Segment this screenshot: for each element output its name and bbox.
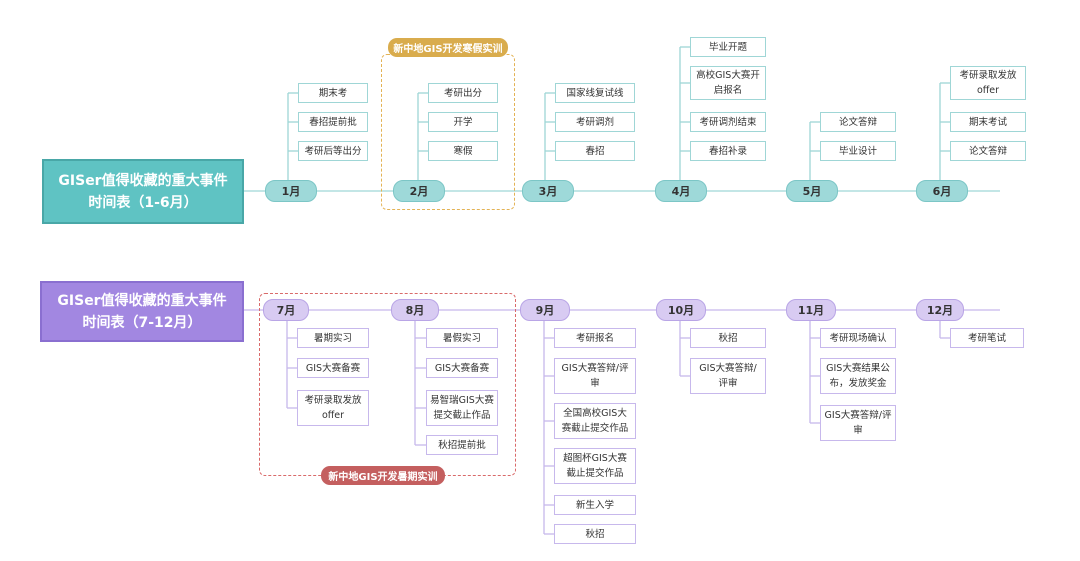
event-item: 期末考 xyxy=(298,83,368,103)
event-item: 超图杯GIS大赛 截止提交作品 xyxy=(554,448,636,484)
event-item: GIS大赛结果公 布，发放奖金 xyxy=(820,358,896,394)
month-node: 3月 xyxy=(522,180,574,202)
event-item: 春招提前批 xyxy=(298,112,368,132)
event-item: 毕业设计 xyxy=(820,141,896,161)
event-item: 考研现场确认 xyxy=(820,328,896,348)
event-item: 秋招提前批 xyxy=(426,435,498,455)
event-item: 考研调剂 xyxy=(555,112,635,132)
event-item: 全国高校GIS大 赛截止提交作品 xyxy=(554,403,636,439)
event-item: 毕业开题 xyxy=(690,37,766,57)
month-node: 2月 xyxy=(393,180,445,202)
event-item: 考研录取发放 offer xyxy=(297,390,369,426)
event-item: GIS大赛答辩/ 评审 xyxy=(690,358,766,394)
event-item: 暑期实习 xyxy=(297,328,369,348)
event-item: 暑假实习 xyxy=(426,328,498,348)
event-item: 论文答辩 xyxy=(950,141,1026,161)
event-item: 春招 xyxy=(555,141,635,161)
event-item: 秋招 xyxy=(690,328,766,348)
month-node: 5月 xyxy=(786,180,838,202)
event-item: 开学 xyxy=(428,112,498,132)
event-item: GIS大赛备赛 xyxy=(426,358,498,378)
month-node: 4月 xyxy=(655,180,707,202)
event-item: 考研调剂结束 xyxy=(690,112,766,132)
event-item: 秋招 xyxy=(554,524,636,544)
event-item: 考研录取发放 offer xyxy=(950,66,1026,100)
event-item: GIS大赛备赛 xyxy=(297,358,369,378)
month-node: 8月 xyxy=(391,299,439,321)
event-item: 考研出分 xyxy=(428,83,498,103)
event-item: 易智瑞GIS大赛 提交截止作品 xyxy=(426,390,498,426)
month-node: 1月 xyxy=(265,180,317,202)
event-item: 春招补录 xyxy=(690,141,766,161)
event-item: 寒假 xyxy=(428,141,498,161)
title-h2: GISer值得收藏的重大事件 时间表（7-12月） xyxy=(40,281,244,342)
event-item: 考研报名 xyxy=(554,328,636,348)
winter-training-banner: 新中地GIS开发寒假实训 xyxy=(388,38,508,57)
month-node: 6月 xyxy=(916,180,968,202)
title-h1: GISer值得收藏的重大事件 时间表（1-6月） xyxy=(42,159,244,224)
event-item: 论文答辩 xyxy=(820,112,896,132)
month-node: 12月 xyxy=(916,299,964,321)
month-node: 11月 xyxy=(786,299,836,321)
event-item: GIS大赛答辩/评 审 xyxy=(554,358,636,394)
event-item: 新生入学 xyxy=(554,495,636,515)
month-node: 7月 xyxy=(263,299,309,321)
event-item: 考研后等出分 xyxy=(298,141,368,161)
summer-training-banner: 新中地GIS开发暑期实训 xyxy=(321,466,445,485)
month-node: 10月 xyxy=(656,299,706,321)
event-item: 高校GIS大赛开 启报名 xyxy=(690,66,766,100)
event-item: 考研笔试 xyxy=(950,328,1024,348)
event-item: 国家线复试线 xyxy=(555,83,635,103)
event-item: GIS大赛答辩/评 审 xyxy=(820,405,896,441)
month-node: 9月 xyxy=(520,299,570,321)
event-item: 期末考试 xyxy=(950,112,1026,132)
